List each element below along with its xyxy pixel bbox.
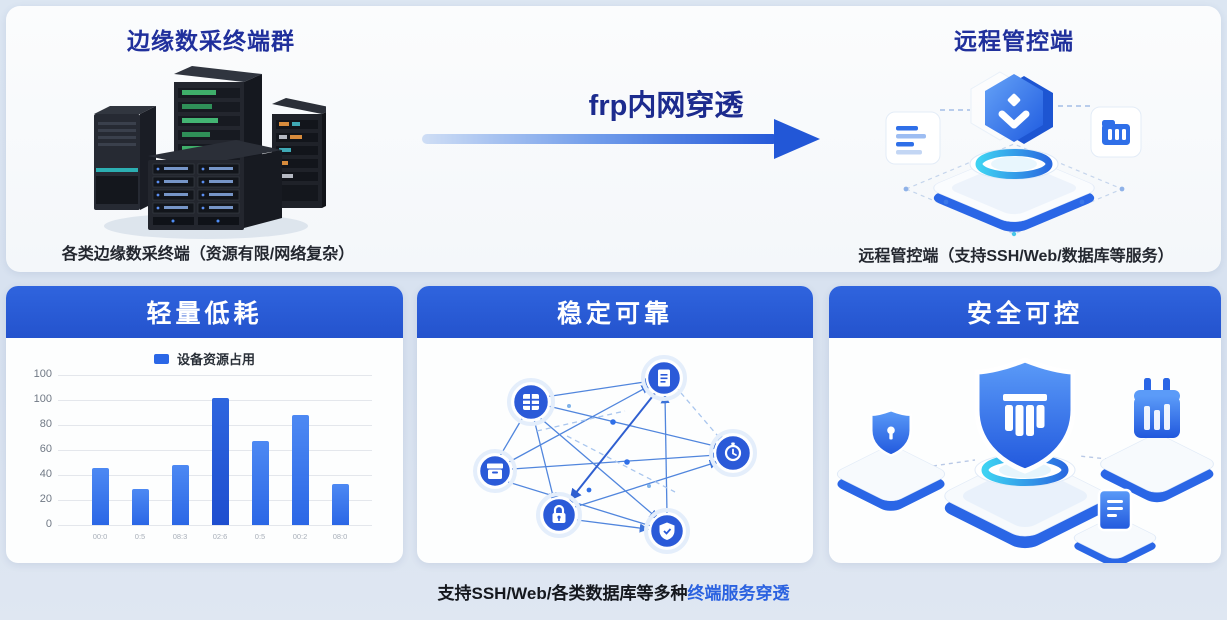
document-icon — [641, 355, 687, 401]
card-stable: 稳定可靠 — [417, 286, 813, 563]
bar — [331, 483, 349, 525]
card-lightweight: 轻量低耗 设备资源占用 100 100 80 60 40 20 0 00:0 0:5 08:3 02… — [6, 286, 403, 563]
bar — [291, 415, 309, 525]
y-axis-tick: 100 — [33, 393, 52, 405]
badge-shield-icon — [836, 408, 946, 511]
x-axis-tick: 08:3 — [172, 532, 188, 541]
shield-hexagon-icon — [970, 71, 1053, 144]
card-secure: 安全可控 — [829, 286, 1221, 563]
footer-text: 支持SSH/Web/各类数据库等多种 — [437, 584, 688, 603]
bar-chart-plot: 100 100 80 60 40 20 0 00:0 0:5 08:3 02:6 0:5 00:2 08:… — [34, 368, 372, 541]
network-links — [499, 377, 721, 533]
mesh-network-diagram — [473, 355, 757, 554]
edge-cluster-caption: 各类边缘数采终端（资源有限/网络复杂） — [61, 246, 355, 263]
bar — [211, 397, 229, 525]
storage-front — [148, 140, 282, 230]
right-arrow-icon — [422, 119, 820, 159]
x-axis-tick: 00:0 — [92, 532, 108, 541]
folder-card-icon — [1090, 106, 1142, 158]
y-axis-tick: 80 — [39, 418, 52, 430]
legend-label: 设备资源占用 — [176, 352, 255, 367]
footer-caption: 支持SSH/Web/各类数据库等多种终端服务穿透 — [0, 579, 1227, 604]
card-secure-header: 安全可控 — [829, 286, 1221, 338]
x-axis-tick: 02:6 — [212, 532, 228, 541]
x-axis-tick: 08:0 — [332, 532, 348, 541]
footer-highlight: 终端服务穿透 — [687, 584, 790, 603]
document-card-icon — [1073, 488, 1157, 563]
storage-box-icon — [473, 449, 517, 493]
edge-cluster-title: 边缘数采终端群 — [127, 28, 295, 54]
connector-block-icon — [1100, 378, 1214, 503]
terminal-card-icon — [885, 111, 941, 165]
bar — [251, 441, 269, 525]
shield-icon — [644, 508, 690, 554]
stopwatch-icon — [709, 429, 757, 477]
security-shield-illustration — [836, 357, 1214, 563]
network-nodes — [473, 355, 757, 554]
chart-legend: 设备资源占用 — [6, 349, 403, 368]
remote-caption: 远程管控端（支持SSH/Web/数据库等服务） — [858, 248, 1174, 265]
y-axis-tick: 60 — [39, 443, 52, 455]
main-shield-icon — [944, 357, 1106, 549]
grid-line — [58, 375, 372, 376]
x-axis-tick: 0:5 — [134, 532, 146, 541]
frp-title: frp内网穿透 — [588, 90, 744, 122]
legend-swatch-icon — [153, 353, 169, 364]
lock-icon — [536, 492, 582, 538]
edge-servers-illustration — [94, 66, 326, 239]
server-grid-icon — [507, 378, 555, 426]
bar — [171, 465, 189, 525]
bar — [91, 467, 109, 525]
bar — [131, 488, 149, 525]
y-axis-tick: 100 — [33, 368, 52, 380]
x-axis-tick: 0:5 — [254, 532, 266, 541]
card-stable-header: 稳定可靠 — [417, 286, 813, 338]
remote-platform-illustration — [885, 71, 1142, 237]
tower-left — [94, 106, 156, 210]
y-axis-tick: 20 — [39, 493, 52, 505]
remote-title: 远程管控端 — [954, 28, 1074, 54]
card-lightweight-header: 轻量低耗 — [6, 286, 403, 338]
grid-line — [58, 525, 372, 526]
top-panel: 边缘数采终端群 — [6, 6, 1221, 272]
y-axis-tick: 40 — [39, 468, 52, 480]
y-axis-tick: 0 — [45, 518, 52, 530]
rack-right — [272, 98, 326, 208]
x-axis-tick: 00:2 — [292, 532, 308, 541]
